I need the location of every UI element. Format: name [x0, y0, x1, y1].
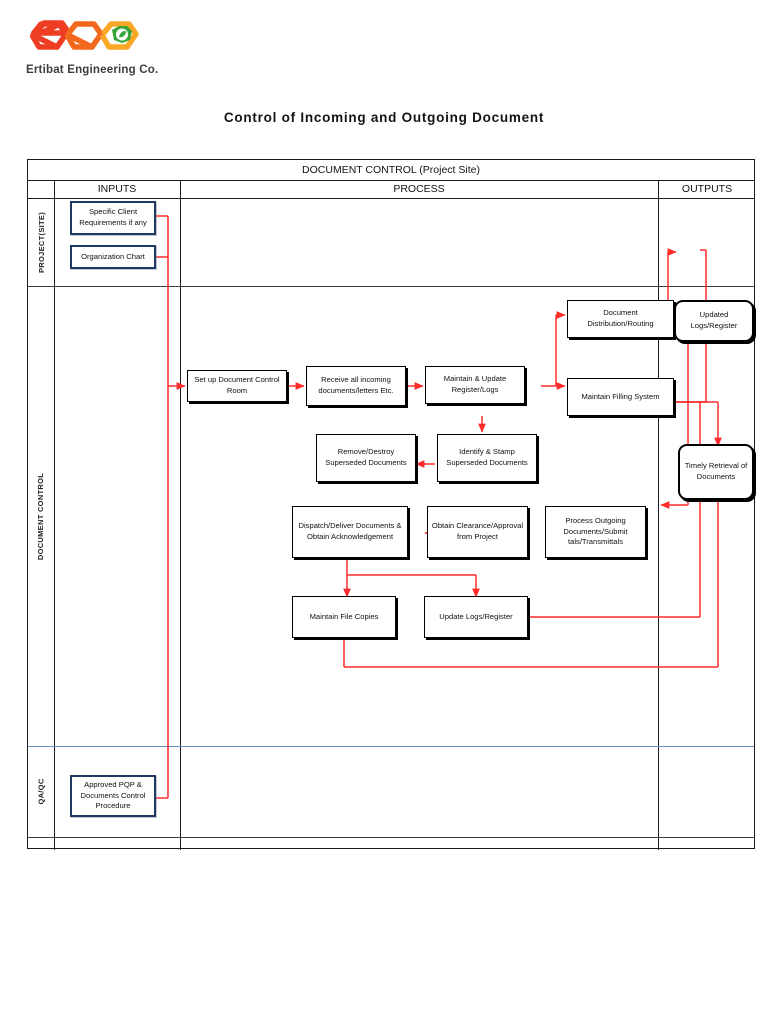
blue-separator-rule	[28, 746, 754, 747]
process-dispatch-deliver-documents[interactable]: Dispatch/Deliver Documents & Obtain Ackn…	[292, 506, 408, 558]
process-maintain-filling-system[interactable]: Maintain Filling System	[567, 378, 674, 416]
company-logo-block: Ertibat Engineering Co.	[26, 18, 206, 86]
header-divider	[28, 198, 754, 199]
process-document-distribution-routing[interactable]: Document Distribution/Routing	[567, 300, 674, 338]
page-title: Control of Incoming and Outgoing Documen…	[223, 110, 545, 125]
colsep-outputs	[658, 180, 659, 850]
output-updated-logs-register[interactable]: Updated Logs/Register	[674, 300, 754, 342]
process-obtain-clearance-approval[interactable]: Obtain Clearance/Approval from Project	[427, 506, 528, 558]
header-process: PROCESS	[393, 183, 445, 195]
lanesep-bottom	[28, 837, 754, 838]
input-approved-pqp[interactable]: Approved PQP & Documents Control Procedu…	[70, 775, 156, 817]
header-outputs: OUTPUTS	[681, 183, 733, 195]
banner-divider	[28, 180, 754, 198]
colsep-lane	[54, 180, 55, 850]
process-maintain-update-register-logs[interactable]: Maintain & Update Register/Logs	[425, 366, 525, 404]
company-name: Ertibat Engineering Co.	[26, 64, 159, 76]
process-identify-stamp-superseded-documents[interactable]: Identify & Stamp Superseded Documents	[437, 434, 537, 482]
process-set-up-document-control-room[interactable]: Set up Document Control Room	[187, 370, 287, 402]
table-banner: DOCUMENT CONTROL (Project Site)	[302, 164, 480, 176]
process-update-logs-register[interactable]: Update Logs/Register	[424, 596, 528, 638]
ertibat-logo-icon	[29, 20, 139, 50]
swimlane-table: DOCUMENT CONTROL (Project Site) INPUTS P…	[27, 159, 755, 850]
header-inputs: INPUTS	[97, 183, 137, 195]
lanesep-project-dc	[28, 286, 754, 287]
process-maintain-file-copies[interactable]: Maintain File Copies	[292, 596, 396, 638]
input-specific-client-requirements[interactable]: Specific Client Requirements if any	[70, 201, 156, 235]
process-receive-all-incoming-documents[interactable]: Receive all incoming documents/letters E…	[306, 366, 406, 406]
process-process-outgoing-documents[interactable]: Process Outgoing Documents/Submit tals/T…	[545, 506, 646, 558]
input-organization-chart[interactable]: Organization Chart	[70, 245, 156, 269]
process-remove-destroy-superseded-documents[interactable]: Remove/Destroy Superseded Documents	[316, 434, 416, 482]
colsep-inputs	[180, 180, 181, 850]
output-timely-retrieval-of-documents[interactable]: Timely Retrieval of Documents	[678, 444, 754, 500]
